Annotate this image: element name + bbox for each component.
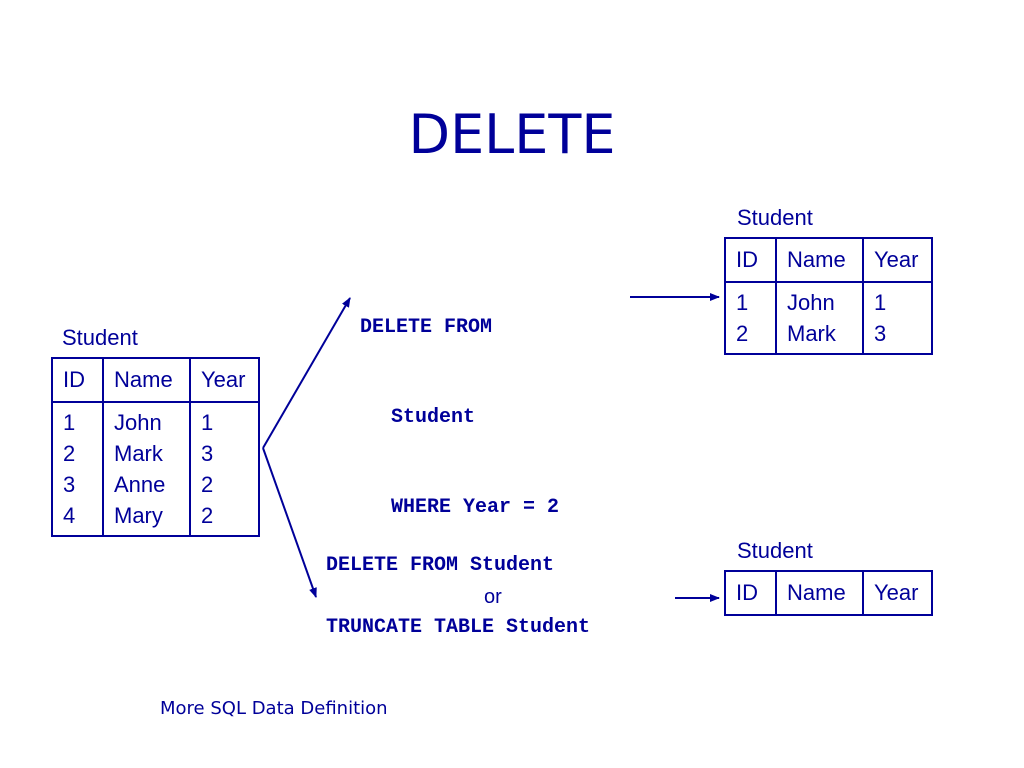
- cell-year: 1: [862, 282, 933, 318]
- result-all-table: ID Name Year: [724, 570, 933, 616]
- column-header-id: ID: [724, 571, 777, 616]
- cell-id: 2: [51, 438, 104, 469]
- cell-id: 1: [724, 282, 777, 318]
- truncate-query-line: TRUNCATE TABLE Student: [326, 616, 591, 639]
- cell-name: Mark: [775, 318, 864, 354]
- cell-name: Anne: [102, 469, 191, 500]
- source-table: ID Name Year 1 John 1 2 Mark 3 3 Anne 2 …: [51, 357, 260, 537]
- cell-year: 1: [189, 402, 260, 438]
- cell-year: 2: [189, 469, 260, 500]
- table-row: 3 Anne 2: [51, 469, 260, 500]
- cell-name: John: [102, 402, 191, 438]
- delete-all-query-line1: DELETE FROM Student: [326, 554, 555, 577]
- table-row: 1 John 1: [51, 402, 260, 438]
- column-header-year: Year: [862, 238, 933, 283]
- table-row: 1 John 1: [724, 282, 933, 318]
- result-where-table: ID Name Year 1 John 1 2 Mark 3: [724, 237, 933, 355]
- query-line: Student: [391, 406, 476, 429]
- footer-text: More SQL Data Definition: [160, 698, 388, 719]
- cell-id: 4: [51, 500, 104, 536]
- result-where-header-row: ID Name Year: [724, 238, 933, 283]
- table-row: 2 Mark 3: [724, 318, 933, 354]
- column-header-id: ID: [51, 358, 104, 403]
- column-header-year: Year: [189, 358, 260, 403]
- arrow-to-where-query-icon: [262, 297, 351, 449]
- delete-where-query: DELETE FROM Student WHERE Year = 2: [360, 253, 559, 553]
- column-header-name: Name: [775, 238, 864, 283]
- cell-name: Mark: [102, 438, 191, 469]
- result-where-caption: Student: [737, 205, 813, 230]
- column-header-name: Name: [102, 358, 191, 403]
- result-all-caption: Student: [737, 538, 813, 563]
- cell-name: John: [775, 282, 864, 318]
- source-table-header-row: ID Name Year: [51, 358, 260, 403]
- column-header-id: ID: [724, 238, 777, 283]
- source-table-caption: Student: [62, 325, 138, 350]
- query-line: DELETE FROM: [360, 316, 493, 339]
- column-header-name: Name: [775, 571, 864, 616]
- cell-id: 1: [51, 402, 104, 438]
- result-all-header-row: ID Name Year: [724, 571, 933, 616]
- table-row: 2 Mark 3: [51, 438, 260, 469]
- column-header-year: Year: [862, 571, 933, 616]
- cell-name: Mary: [102, 500, 191, 536]
- arrow-to-delete-all-query-icon: [262, 447, 317, 598]
- slide-title: DELETE: [408, 103, 616, 166]
- cell-year: 2: [189, 500, 260, 536]
- cell-year: 3: [189, 438, 260, 469]
- or-text: or: [484, 586, 502, 608]
- query-line: WHERE Year = 2: [391, 496, 560, 519]
- cell-year: 3: [862, 318, 933, 354]
- table-row: 4 Mary 2: [51, 500, 260, 536]
- cell-id: 3: [51, 469, 104, 500]
- cell-id: 2: [724, 318, 777, 354]
